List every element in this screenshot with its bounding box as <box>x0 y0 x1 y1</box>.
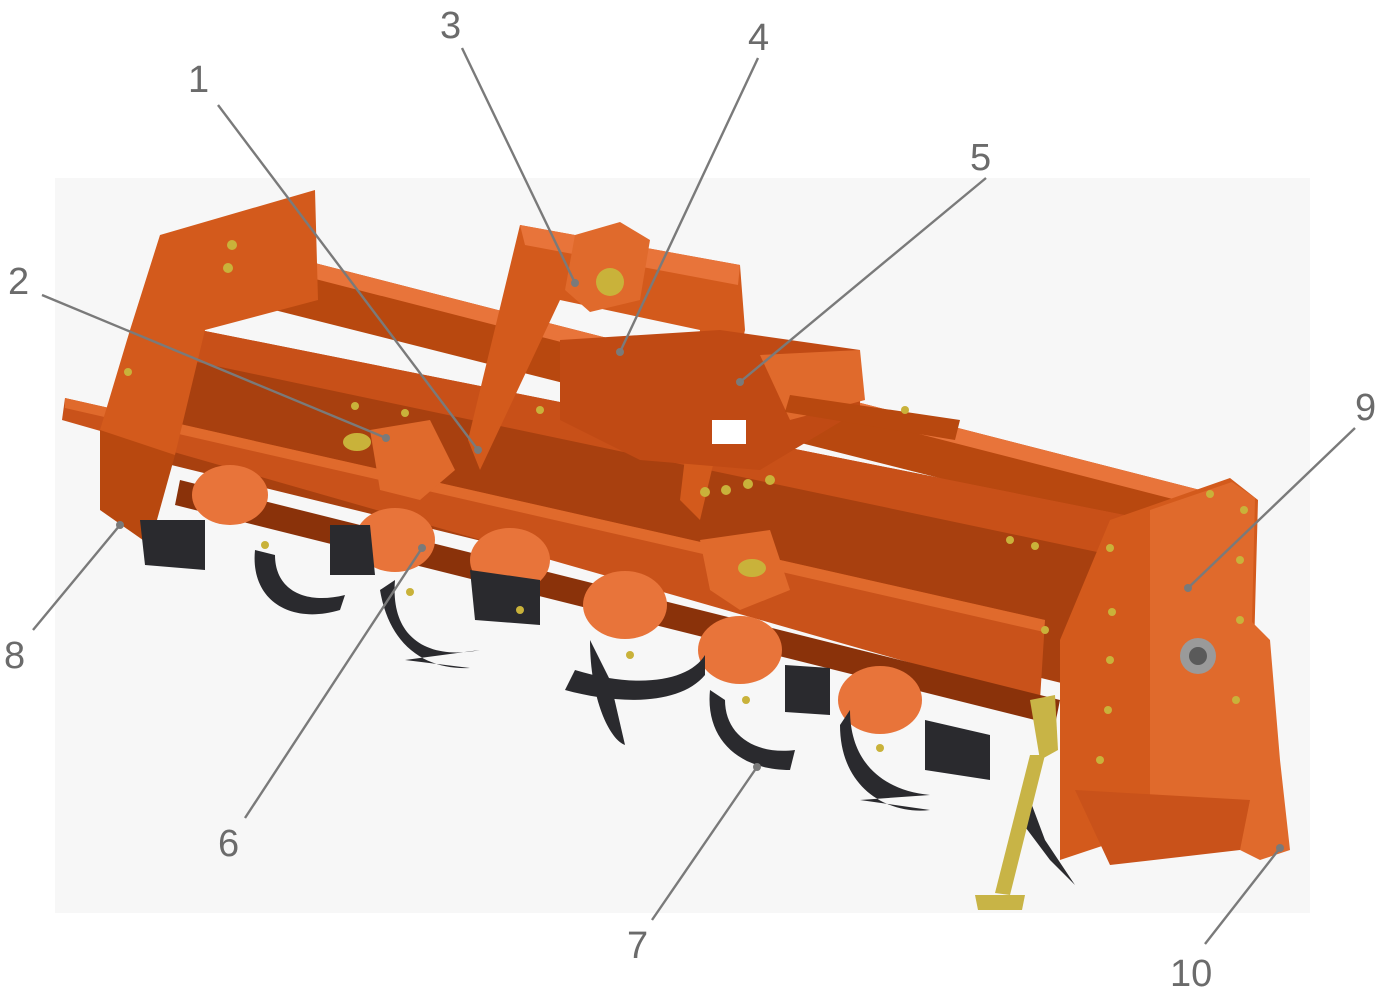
callout-8-label: 8 <box>4 635 25 677</box>
callout-6: 6 <box>218 544 426 865</box>
left-side-plate <box>100 190 318 505</box>
callout-9-label: 9 <box>1355 387 1376 429</box>
tiller-blades <box>140 520 1075 885</box>
lower-hitch-right <box>700 530 790 610</box>
callout-4: 4 <box>616 17 769 356</box>
front-flap <box>62 398 1045 700</box>
callout-7-label: 7 <box>627 925 648 967</box>
callout-5-label: 5 <box>970 137 991 179</box>
callout-2: 2 <box>8 261 390 442</box>
hitch-a-frame <box>468 225 745 520</box>
callout-5: 5 <box>736 137 991 386</box>
lower-hitch-left <box>343 420 455 500</box>
callout-3-label: 3 <box>440 5 461 47</box>
callout-1: 1 <box>188 59 482 454</box>
bolts <box>124 240 1248 764</box>
callout-9: 9 <box>1184 387 1376 592</box>
callouts: 1 2 3 4 5 6 7 <box>4 5 1376 992</box>
callout-6-label: 6 <box>218 823 239 865</box>
callout-10-label: 10 <box>1170 953 1212 992</box>
side-skid <box>1200 610 1290 860</box>
top-link-bracket <box>565 222 650 312</box>
callout-4-label: 4 <box>748 17 769 59</box>
callout-1-label: 1 <box>188 59 209 101</box>
input-shaft <box>785 395 960 440</box>
rotary-tiller-illustration <box>62 190 1290 910</box>
callout-10: 10 <box>1170 844 1284 992</box>
callout-7: 7 <box>627 763 761 967</box>
parking-stand <box>975 695 1058 910</box>
callout-8: 8 <box>4 521 124 677</box>
callout-2-label: 2 <box>8 261 29 303</box>
callout-3: 3 <box>440 5 579 287</box>
